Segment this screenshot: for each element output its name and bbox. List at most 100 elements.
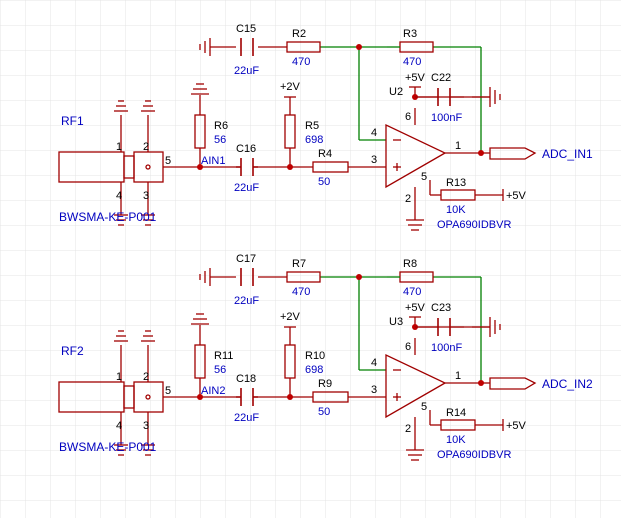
shunt-resistor[interactable] — [191, 83, 209, 149]
wires — [163, 46, 503, 220]
feedback-resistor-ref: R8 — [403, 258, 417, 270]
shunt-resistor-ref: R11 — [214, 350, 233, 362]
series-capacitor-value: 22uF — [234, 182, 259, 194]
input-resistor-value: 50 — [318, 406, 330, 418]
opamp-ground — [406, 449, 424, 461]
feedback-wires — [320, 46, 482, 153]
series-capacitor-ref: C16 — [236, 143, 256, 155]
disable-supply-label: +5V — [506, 420, 527, 432]
input-resistor-ref: R9 — [318, 378, 332, 390]
opamp-pin-5: 5 — [421, 401, 427, 413]
opamp-pin-6: 6 — [405, 341, 411, 353]
ground-capacitor-ref: C15 — [236, 23, 256, 35]
ain-net-label: AIN2 — [201, 385, 225, 397]
opamp-part: OPA690IDBVR — [437, 449, 511, 461]
series-capacitor[interactable] — [236, 158, 258, 176]
ground-capacitor-ref: C17 — [236, 253, 256, 265]
junction-dot — [287, 164, 293, 170]
decoupling-ground — [489, 87, 501, 107]
gain-resistor-ref: R7 — [292, 258, 306, 270]
opamp-pin-1: 1 — [455, 370, 461, 382]
output-port-flag[interactable] — [489, 147, 537, 160]
opamp-pin-2: 2 — [405, 193, 411, 205]
disable-resistor[interactable] — [440, 189, 476, 201]
connector-pin-1: 1 — [116, 141, 122, 153]
gain-resistor[interactable] — [286, 41, 321, 53]
decoupling-capacitor[interactable] — [415, 318, 490, 336]
opamp-symbol[interactable] — [385, 123, 447, 189]
ground-capacitor[interactable] — [199, 38, 254, 56]
disable-supply-label: +5V — [506, 190, 527, 202]
shunt-resistor-value: 56 — [214, 134, 226, 146]
input-resistor[interactable] — [312, 161, 349, 173]
gain-resistor-value: 470 — [292, 286, 310, 298]
series-capacitor[interactable] — [236, 388, 258, 406]
feedback-resistor-value: 470 — [403, 286, 421, 298]
junction-dot — [356, 44, 362, 50]
opamp-pin-4: 4 — [371, 357, 377, 369]
connector-pin-3: 3 — [143, 420, 149, 432]
bias-resistor-value: 698 — [305, 134, 323, 146]
opamp-pin-1: 1 — [455, 140, 461, 152]
disable-resistor-value: 10K — [446, 434, 466, 446]
output-port-flag[interactable] — [489, 377, 537, 390]
shunt-resistor-ref: R6 — [214, 120, 228, 132]
supply-label: +5V — [405, 302, 426, 314]
disable-resistor[interactable] — [440, 419, 476, 431]
output-net-label: ADC_IN2 — [542, 377, 593, 391]
rf-label: RF2 — [61, 344, 84, 358]
gain-resistor-value: 470 — [292, 56, 310, 68]
supply-label: +5V — [405, 72, 426, 84]
opamp-pin-3: 3 — [371, 384, 377, 396]
disable-resistor-ref: R14 — [446, 407, 466, 419]
connector-part-label: BWSMA-KE-P001 — [59, 210, 157, 224]
bias-resistor[interactable] — [284, 326, 296, 379]
feedback-resistor-value: 470 — [403, 56, 421, 68]
ground-capacitor-value: 22uF — [234, 295, 259, 307]
opamp-ground — [406, 219, 424, 231]
decoupling-capacitor-value: 100nF — [431, 112, 462, 124]
connector-pin-4: 4 — [116, 190, 122, 202]
output-net-label: ADC_IN1 — [542, 147, 593, 161]
shunt-resistor-value: 56 — [214, 364, 226, 376]
ground-capacitor[interactable] — [199, 268, 254, 286]
opamp-ref: U2 — [389, 86, 403, 98]
bias-supply-label: +2V — [280, 81, 301, 93]
input-resistor-value: 50 — [318, 176, 330, 188]
junction-dot — [197, 394, 203, 400]
opamp-pin-6: 6 — [405, 111, 411, 123]
gain-resistor[interactable] — [286, 271, 321, 283]
junction-dot — [197, 164, 203, 170]
connector-pin-5: 5 — [165, 155, 171, 167]
input-resistor[interactable] — [312, 391, 349, 403]
connector-pin-5: 5 — [165, 385, 171, 397]
disable-resistor-ref: R13 — [446, 177, 466, 189]
decoupling-capacitor-ref: C23 — [431, 302, 451, 314]
connector-pin-4: 4 — [116, 420, 122, 432]
shunt-resistor[interactable] — [191, 313, 209, 379]
decoupling-capacitor-value: 100nF — [431, 342, 462, 354]
junction-dot — [478, 150, 484, 156]
series-capacitor-ref: C18 — [236, 373, 256, 385]
connector-pin-1: 1 — [116, 371, 122, 383]
rf-label: RF1 — [61, 114, 84, 128]
connector-part-label: BWSMA-KE-P001 — [59, 440, 157, 454]
gain-resistor-ref: R2 — [292, 28, 306, 40]
ain-net-label: AIN1 — [201, 155, 225, 167]
opamp-pin-5: 5 — [421, 171, 427, 183]
bias-resistor-ref: R10 — [305, 350, 325, 362]
bias-resistor-ref: R5 — [305, 120, 319, 132]
sma-connector[interactable] — [58, 100, 164, 226]
connector-pin-3: 3 — [143, 190, 149, 202]
decoupling-capacitor-ref: C22 — [431, 72, 451, 84]
opamp-symbol[interactable] — [385, 353, 447, 419]
bias-resistor[interactable] — [284, 96, 296, 149]
decoupling-ground — [489, 317, 501, 337]
feedback-resistor-ref: R3 — [403, 28, 417, 40]
junction-dot — [356, 274, 362, 280]
sma-connector[interactable] — [58, 330, 164, 456]
feedback-wires — [320, 276, 482, 383]
decoupling-capacitor[interactable] — [415, 88, 490, 106]
bias-supply-label: +2V — [280, 311, 301, 323]
